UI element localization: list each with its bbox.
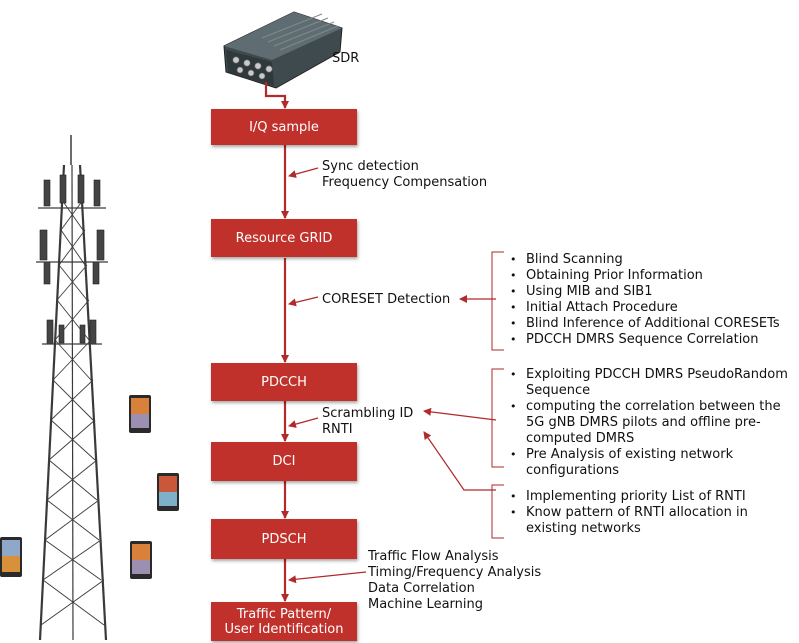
scrambling-label-line1: Scrambling ID <box>322 406 414 421</box>
sdr-device-icon <box>223 11 343 89</box>
list-item: Blind Scanning <box>508 252 780 268</box>
sdr-label: SDR <box>332 51 360 66</box>
flow-arrows <box>264 82 289 602</box>
list-item: Using MIB and SIB1 <box>508 284 780 300</box>
traffic-pattern-line1: Traffic Pattern/ <box>236 606 332 622</box>
scrambling-method-list: Exploiting PDCCH DMRS PseudoRandom Seque… <box>508 367 796 479</box>
analysis-line: Timing/Frequency Analysis <box>368 565 542 580</box>
iq-sample-box: I/Q sample <box>211 109 357 145</box>
list-item: Blind Inference of Additional CORESETs <box>508 316 780 332</box>
list-item: Implementing priority List of RNTI <box>508 489 776 505</box>
list-item: PDCCH DMRS Sequence Correlation <box>508 332 780 348</box>
annotation-arrows <box>288 167 497 584</box>
analysis-line: Traffic Flow Analysis <box>368 549 499 564</box>
phone-icon <box>129 395 151 433</box>
traffic-pattern-line2: User Identification <box>224 621 344 637</box>
coreset-label: CORESET Detection <box>322 292 451 307</box>
traffic-pattern-box: Traffic Pattern/ User Identification <box>211 602 357 641</box>
cell-tower-icon <box>36 135 108 641</box>
analysis-line: Machine Learning <box>368 597 483 612</box>
list-item: Obtaining Prior Information <box>508 268 780 284</box>
list-item: Pre Analysis of existing network configu… <box>508 447 796 479</box>
pdcch-box: PDCCH <box>211 363 357 401</box>
analysis-line: Data Correlation <box>368 581 475 596</box>
list-item: Initial Attach Procedure <box>508 300 780 316</box>
list-item: Know pattern of RNTI allocation in exist… <box>508 505 776 537</box>
analysis-label: Traffic Flow Analysis Timing/Frequency A… <box>368 549 541 613</box>
phone-icon <box>157 473 179 511</box>
phone-icon <box>130 541 152 579</box>
rnti-method-list: Implementing priority List of RNTI Know … <box>508 489 776 537</box>
dci-box: DCI <box>211 442 357 481</box>
pdsch-box: PDSCH <box>211 519 357 559</box>
list-item: Exploiting PDCCH DMRS PseudoRandom Seque… <box>508 367 796 399</box>
scrambling-label-line2: RNTI <box>322 422 353 437</box>
resource-grid-box: Resource GRID <box>211 219 357 257</box>
sync-label-line1: Sync detection <box>322 159 419 174</box>
list-item: computing the correlation between the 5G… <box>508 399 796 447</box>
brackets <box>491 251 504 539</box>
coreset-method-list: Blind Scanning Obtaining Prior Informati… <box>508 252 780 348</box>
sync-label: Sync detection Frequency Compensation <box>322 159 487 191</box>
sync-label-line2: Frequency Compensation <box>322 175 488 190</box>
scrambling-label: Scrambling ID RNTI <box>322 406 413 438</box>
phone-icon <box>0 537 22 577</box>
